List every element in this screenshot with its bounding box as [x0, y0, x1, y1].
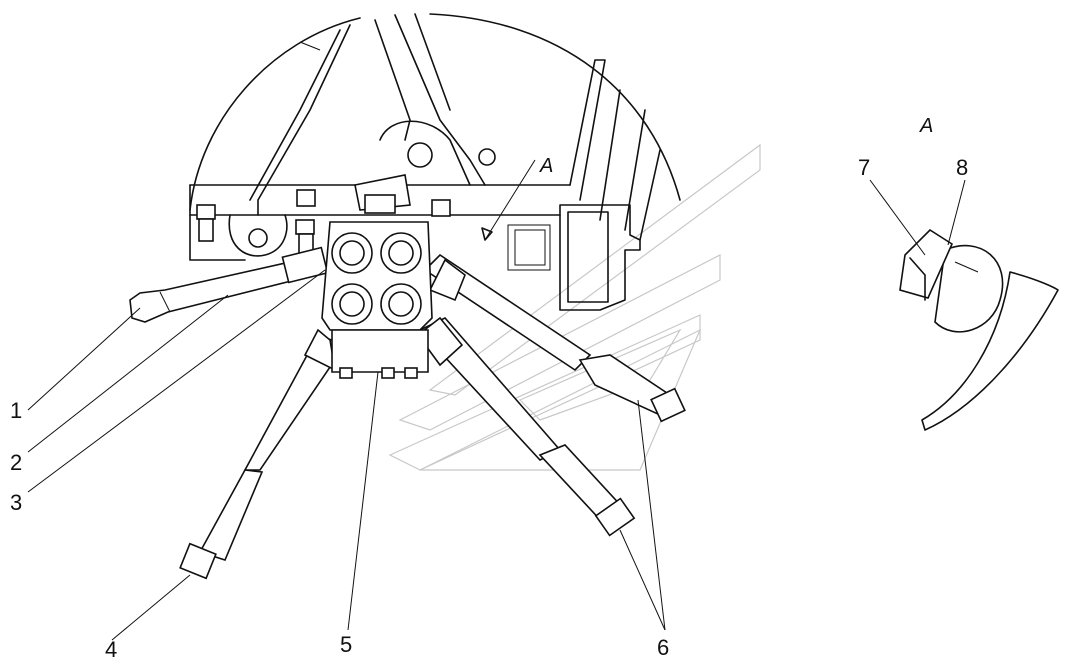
watermark-logo [388, 143, 761, 471]
callouts: 1 2 3 4 5 6 7 8 [10, 155, 968, 662]
callout-7: 7 [858, 155, 870, 180]
callout-6: 6 [657, 635, 669, 660]
hose-1 [129, 246, 329, 323]
section-a-indicator: A [481, 155, 553, 241]
callout-3: 3 [10, 490, 22, 515]
callout-5: 5 [340, 632, 352, 657]
hose-6-lower [416, 316, 636, 537]
hose-4 [179, 328, 347, 580]
detail-view-label: A [919, 115, 933, 137]
fitting-nut [331, 232, 422, 325]
hose-6-upper [423, 253, 686, 423]
callout-2: 2 [10, 450, 22, 475]
callout-1: 1 [10, 398, 22, 423]
callout-8: 8 [956, 155, 968, 180]
callout-4: 4 [105, 637, 117, 662]
detail-view-a: A [899, 115, 1059, 431]
leader-lines [27, 179, 966, 641]
distributor-valve [321, 221, 433, 379]
section-a-label: A [539, 155, 553, 177]
